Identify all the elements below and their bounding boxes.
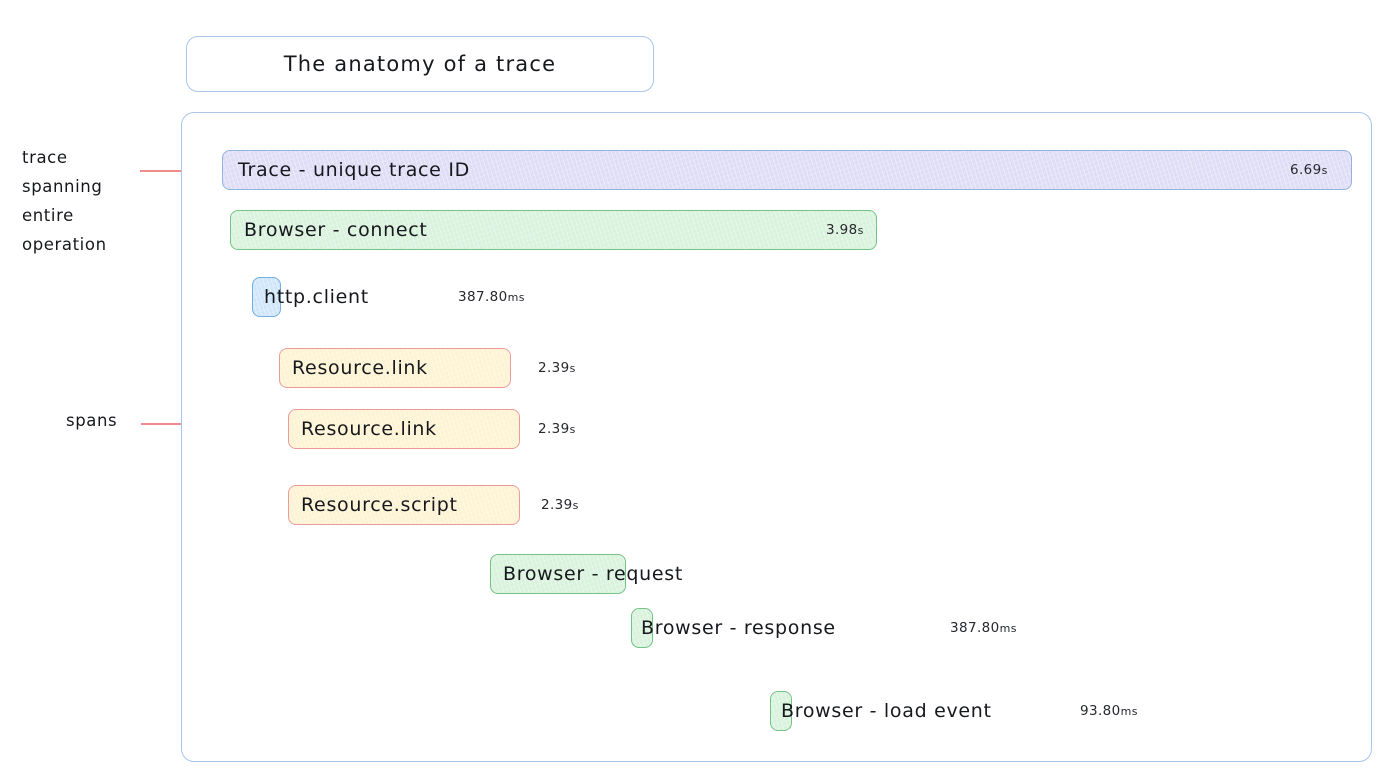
span-label: Browser - response [641, 617, 836, 639]
annotation-spans-leader-line [141, 423, 213, 425]
page-title: The anatomy of a trace [283, 52, 557, 76]
span-row[interactable]: Browser - request [0, 554, 1400, 594]
span-bar[interactable] [279, 348, 511, 388]
span-label: Browser - load event [781, 700, 992, 722]
annotation-trace-label: trace spanning entire operation [22, 148, 107, 254]
span-bar[interactable] [230, 210, 877, 250]
span-bar[interactable] [770, 691, 792, 731]
span-bar[interactable] [631, 608, 653, 648]
annotation-trace-leader-line [140, 170, 212, 172]
span-bar[interactable] [288, 485, 520, 525]
span-bar[interactable] [288, 409, 520, 449]
span-bar[interactable] [252, 277, 281, 317]
span-bar[interactable] [490, 554, 626, 594]
span-bar[interactable] [222, 150, 1352, 190]
annotation-spans-label: spans [66, 411, 118, 430]
diagram-title-card: The anatomy of a trace [186, 36, 654, 92]
